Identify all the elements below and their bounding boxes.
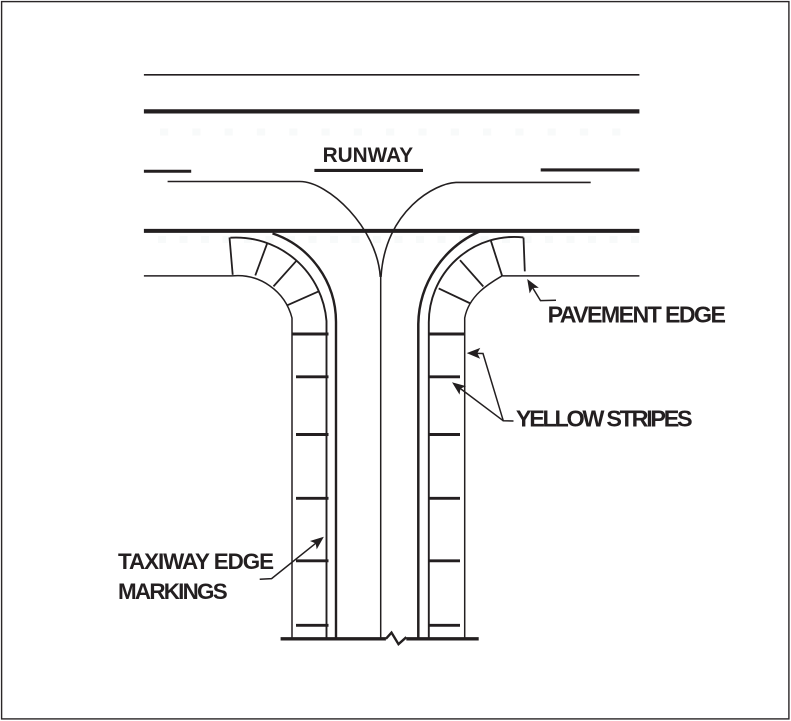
svg-text:TAXIWAY EDGE: TAXIWAY EDGE [118, 549, 274, 574]
svg-text:RUNWAY: RUNWAY [323, 144, 414, 167]
svg-text:YELLOW STRIPES: YELLOW STRIPES [516, 406, 692, 432]
svg-text:MARKINGS: MARKINGS [118, 579, 228, 604]
svg-text:PAVEMENT EDGE: PAVEMENT EDGE [548, 301, 726, 327]
